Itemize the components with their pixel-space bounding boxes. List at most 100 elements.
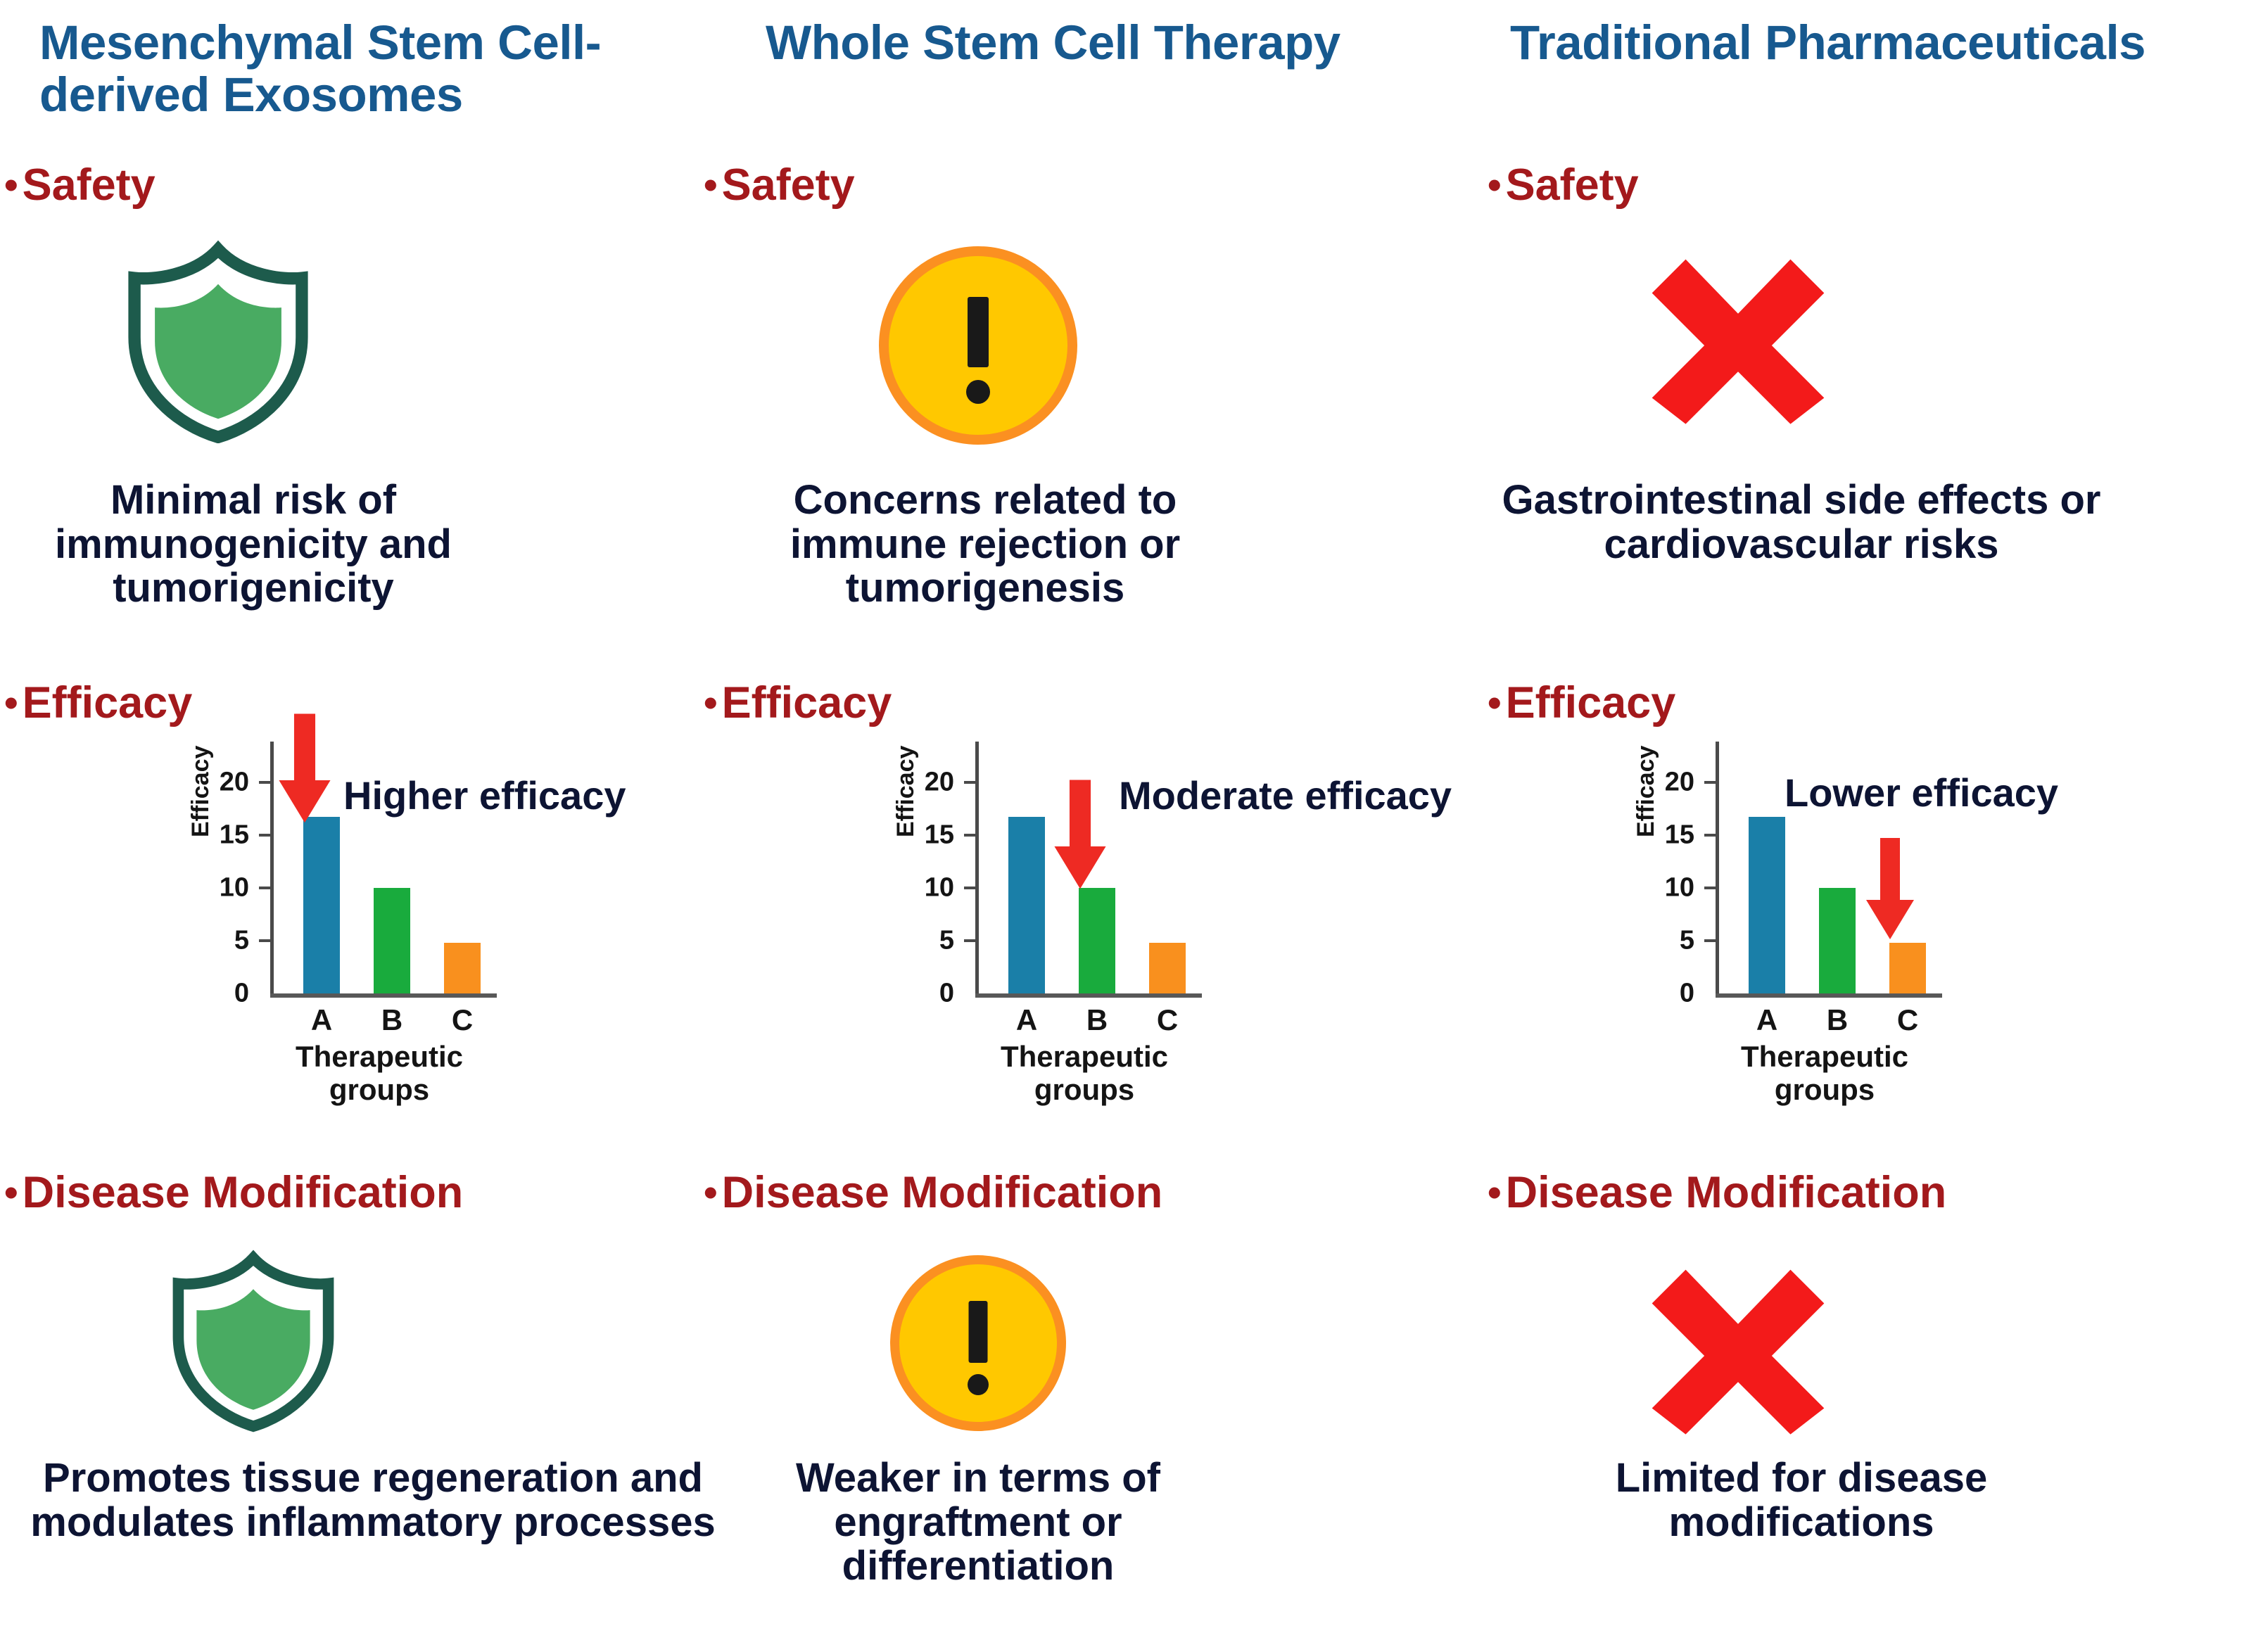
disease-modification-description: Weaker in terms of engraftment or differ… xyxy=(796,1455,1160,1589)
bullet-glyph: • xyxy=(1488,1170,1502,1214)
efficacy-callout: Higher efficacy xyxy=(343,773,626,818)
column-title: Mesenchymal Stem Cell- derived Exosomes xyxy=(39,15,602,122)
shield-icon xyxy=(172,1250,334,1432)
chart-x-axis xyxy=(1716,993,1942,998)
chart-y-ticks: 0 5 10 15 20 xyxy=(912,761,963,1008)
exclamation-stem xyxy=(968,297,989,367)
chart-y-tick-label: 20 xyxy=(924,767,954,797)
chart-y-tick-label: 5 xyxy=(1679,925,1694,955)
chart-x-tick-label: A xyxy=(310,1003,333,1036)
chart-y-tick-label: 15 xyxy=(219,820,249,850)
section-label-text: Safety xyxy=(1505,160,1639,210)
red-x-icon xyxy=(1652,1269,1825,1435)
safety-description: Concerns related to immune rejection or … xyxy=(790,477,1181,611)
section-label-text: Disease Modification xyxy=(1505,1168,1947,1217)
highlight-arrow-icon xyxy=(274,713,335,830)
chart-x-tick-label: B xyxy=(381,1003,403,1036)
section-label-disease-modification: •Disease Modification xyxy=(4,1171,463,1215)
chart-x-tick-label: C xyxy=(1896,1003,1919,1036)
chart-y-tick-label: 5 xyxy=(234,925,249,955)
red-x-icon-safety xyxy=(1492,252,1984,428)
section-label-efficacy: •Efficacy xyxy=(1488,681,1675,725)
column-title: Whole Stem Cell Therapy xyxy=(766,15,1340,70)
down-arrow-icon xyxy=(279,713,331,823)
chart-y-axis xyxy=(975,742,979,993)
section-label-safety: •Safety xyxy=(4,163,156,208)
disease-modification-description: Promotes tissue regeneration and modulat… xyxy=(30,1455,716,1545)
exclamation-stem xyxy=(968,1301,988,1363)
warning-circle-icon-safety xyxy=(746,246,1210,445)
column-title: Traditional Pharmaceuticals xyxy=(1510,15,2146,70)
bullet-glyph: • xyxy=(1488,680,1502,725)
chart-tick-mark xyxy=(1704,834,1716,837)
column-whole-stem-cell-therapy: Whole Stem Cell Therapy •Safety Concerns… xyxy=(704,0,1492,1652)
section-label-efficacy: •Efficacy xyxy=(4,681,192,725)
section-label-disease-modification: •Disease Modification xyxy=(704,1171,1162,1215)
efficacy-bar-chart: Efficacy 0 5 10 15 20 xyxy=(187,713,626,1127)
bar-b xyxy=(374,888,410,993)
chart-tick-mark xyxy=(1704,781,1716,784)
warning-circle-icon xyxy=(879,246,1077,445)
chart-plot-area xyxy=(1719,761,1930,993)
safety-description: Minimal risk of immunogenicity and tumor… xyxy=(55,477,452,611)
warning-circle-icon-disease-modification xyxy=(746,1255,1210,1431)
efficacy-bar-chart: Efficacy 0 5 10 15 20 xyxy=(892,742,1452,1127)
chart-y-tick-label: 0 xyxy=(939,978,954,1008)
chart-tick-mark xyxy=(259,781,270,784)
exclamation-dot xyxy=(968,1374,989,1395)
down-arrow-icon xyxy=(1866,838,1914,939)
bullet-glyph: • xyxy=(704,1170,718,1214)
section-label-text: Efficacy xyxy=(721,678,892,727)
chart-plot-area xyxy=(979,761,1190,993)
chart-x-tick-label: A xyxy=(1756,1003,1778,1036)
section-label-text: Efficacy xyxy=(1505,678,1676,727)
section-label-disease-modification: •Disease Modification xyxy=(1488,1171,1946,1215)
shield-icon xyxy=(128,240,308,443)
chart-x-axis xyxy=(975,993,1202,998)
chart-y-axis xyxy=(270,742,274,993)
chart-y-tick-label: 10 xyxy=(219,872,249,903)
column-mesenchymal-exosomes: Mesenchymal Stem Cell- derived Exosomes … xyxy=(0,0,746,1652)
bar-c xyxy=(1149,943,1186,993)
column-traditional-pharmaceuticals: Traditional Pharmaceuticals •Safety Gast… xyxy=(1488,0,2244,1652)
chart-y-tick-label: 10 xyxy=(1664,872,1694,903)
chart-y-tick-label: 15 xyxy=(924,820,954,850)
bar-a xyxy=(1749,817,1785,993)
section-label-text: Disease Modification xyxy=(721,1168,1163,1217)
safety-description: Gastrointestinal side effects or cardiov… xyxy=(1502,477,2101,567)
chart-y-ticks: 0 5 10 15 20 xyxy=(207,761,258,1008)
chart-y-tick-label: 0 xyxy=(234,978,249,1008)
chart-y-axis xyxy=(1716,742,1719,993)
chart-tick-mark xyxy=(1704,887,1716,889)
section-label-text: Efficacy xyxy=(22,678,193,727)
chart-y-tick-label: 0 xyxy=(1679,978,1694,1008)
bar-b xyxy=(1079,888,1115,993)
bullet-glyph: • xyxy=(704,163,718,207)
disease-modification-description: Limited for disease modifications xyxy=(1615,1455,1988,1545)
section-label-text: Disease Modification xyxy=(22,1168,464,1217)
section-label-safety: •Safety xyxy=(704,163,855,208)
bar-a xyxy=(303,817,340,993)
bar-b xyxy=(1819,888,1856,993)
section-label-efficacy: •Efficacy xyxy=(704,681,892,725)
chart-y-tick-label: 20 xyxy=(219,767,249,797)
bullet-glyph: • xyxy=(1488,163,1502,207)
chart-tick-mark xyxy=(1704,939,1716,942)
highlight-arrow-icon xyxy=(1862,837,1918,946)
chart-x-tick-label: B xyxy=(1826,1003,1849,1036)
chart-tick-mark xyxy=(259,887,270,889)
section-label-text: Safety xyxy=(721,160,855,210)
shield-icon-disease-modification xyxy=(0,1245,507,1435)
efficacy-callout: Moderate efficacy xyxy=(1119,773,1452,818)
chart-y-tick-label: 15 xyxy=(1664,820,1694,850)
red-x-icon xyxy=(1652,259,1825,424)
chart-tick-mark xyxy=(964,887,975,889)
chart-tick-mark xyxy=(964,939,975,942)
efficacy-bar-chart: Efficacy 0 5 10 15 20 xyxy=(1633,742,2058,1127)
bullet-glyph: • xyxy=(704,680,718,725)
bar-c xyxy=(444,943,481,993)
shield-icon-safety xyxy=(0,239,436,443)
warning-circle-icon xyxy=(890,1255,1066,1431)
chart-x-axis xyxy=(270,993,497,998)
